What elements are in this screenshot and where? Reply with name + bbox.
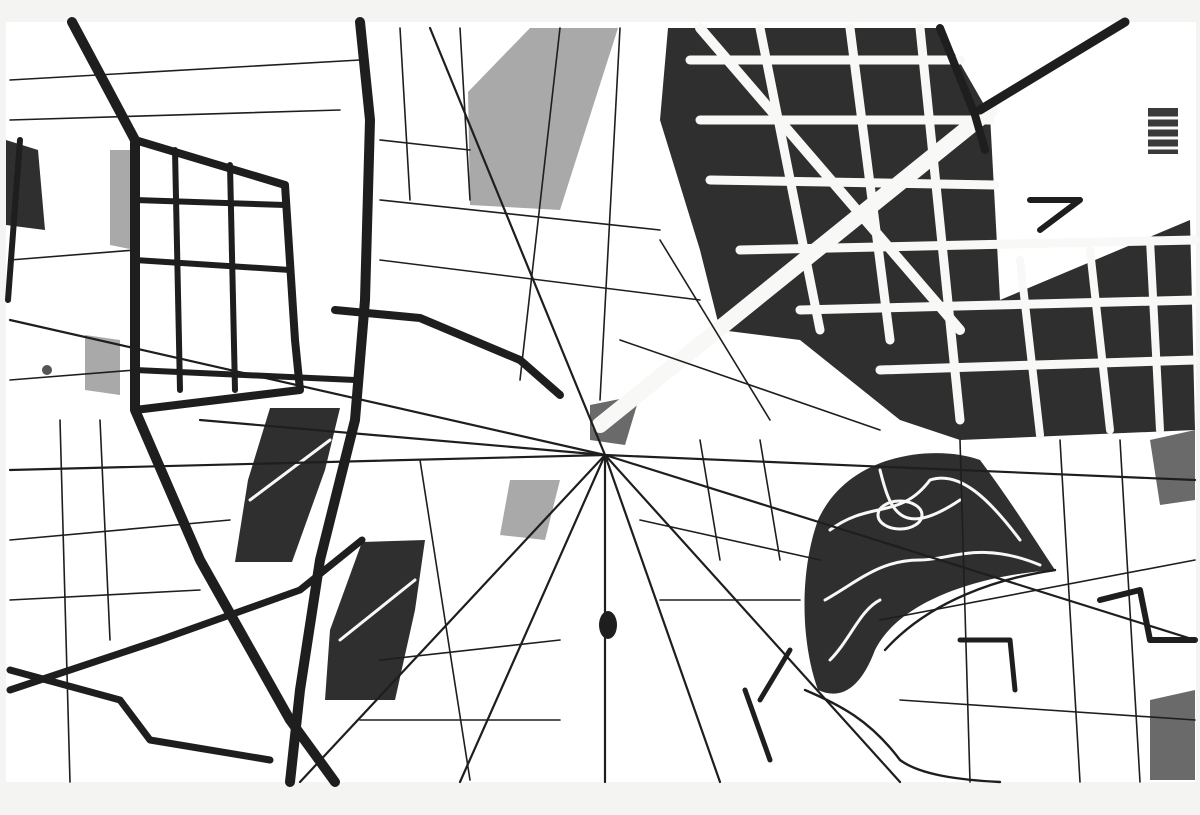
street-network-light: [248, 23, 1200, 662]
street-right-edge: [1097, 587, 1198, 643]
avenue-top-right: [975, 17, 1130, 115]
avenue-loop-upper-left: [131, 136, 304, 414]
roundabout: [599, 611, 617, 639]
light-block-center: [500, 480, 560, 540]
avenue-central-vertical: [285, 17, 375, 787]
light-block-upper-left: [110, 150, 135, 250]
light-block-left: [85, 335, 120, 395]
street-right-lower: [957, 637, 1018, 693]
street-top-right-small: [1027, 197, 1083, 233]
avenue-to-plaza: [331, 306, 564, 399]
avenue-lower-left: [6, 536, 366, 694]
street-bottom-branch: [742, 647, 793, 763]
marker-dot: [42, 365, 52, 375]
grey-block-bottom-right: [1150, 690, 1195, 780]
grid-upper-left: [132, 147, 358, 393]
grey-block-far-right: [1150, 430, 1195, 505]
dark-ink-avenues: [5, 17, 1198, 787]
hatched-block-top-right: [1148, 108, 1178, 154]
light-wedge-top-center: [468, 28, 618, 210]
fine-street-lines: [8, 26, 1197, 784]
avenue-bottom-left: [6, 666, 274, 764]
street-far-left: [5, 137, 23, 303]
dark-park-lower: [325, 540, 425, 700]
dark-park-left: [235, 408, 340, 562]
avenue-top-right-short: [936, 24, 989, 154]
